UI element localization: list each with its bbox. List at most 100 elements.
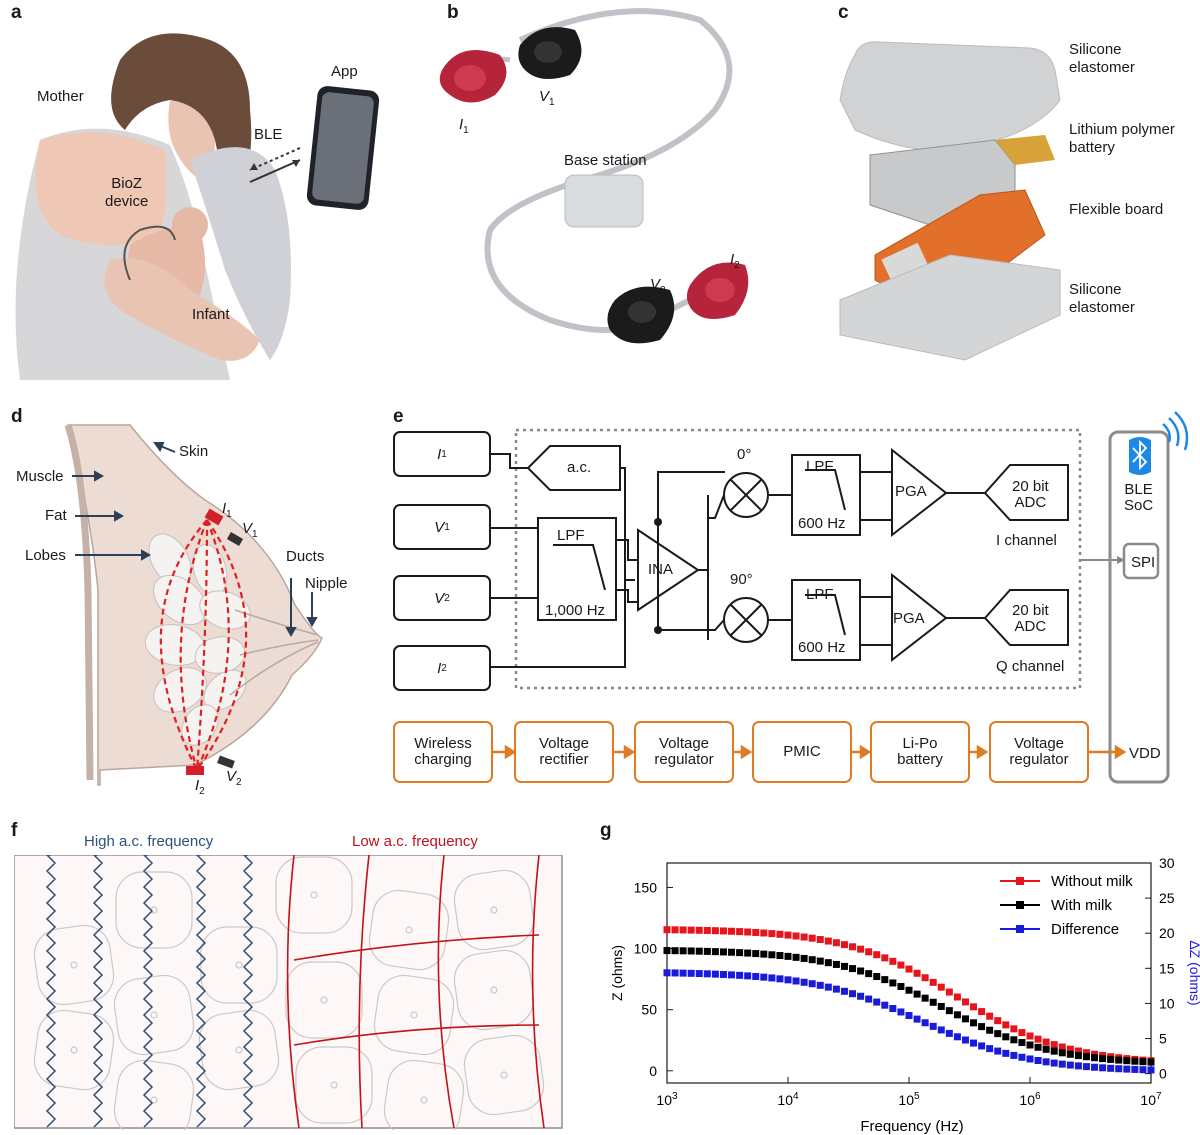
data-point: [679, 969, 687, 977]
ina-label: INA: [648, 561, 674, 578]
data-point: [768, 930, 776, 938]
data-point: [1034, 1057, 1042, 1065]
adc-i-label: 20 bit ADC: [1012, 478, 1049, 511]
data-point: [671, 947, 679, 955]
cell-nucleus: [235, 961, 243, 969]
data-point: [961, 1036, 969, 1044]
data-point: [1082, 1063, 1090, 1071]
legend-marker: [1016, 901, 1024, 909]
label-bioz-device: BioZ device: [105, 175, 149, 210]
data-point: [711, 970, 719, 978]
panel-letter-b: b: [447, 2, 459, 23]
data-point: [937, 983, 945, 991]
data-point: [945, 988, 953, 996]
data-point: [687, 969, 695, 977]
label-d-ducts: Ducts: [286, 548, 325, 565]
panel-letter-f: f: [11, 820, 18, 841]
data-point: [865, 995, 873, 1003]
data-point: [752, 928, 760, 936]
data-point: [792, 932, 800, 940]
data-point: [1018, 1029, 1026, 1037]
data-point: [663, 947, 671, 955]
q-channel-label: Q channel: [996, 658, 1065, 675]
phase-0-label: 0°: [737, 446, 752, 463]
data-point: [970, 1039, 978, 1047]
data-point: [760, 950, 768, 958]
data-point: [873, 951, 881, 959]
data-point: [889, 1005, 897, 1013]
data-point: [1066, 1045, 1074, 1053]
data-point: [800, 978, 808, 986]
block-diagram-wiring: [491, 411, 1189, 784]
data-point: [760, 973, 768, 981]
label-low-frequency: Low a.c. frequency: [352, 833, 478, 850]
low-frequency-current-path: [286, 855, 300, 1129]
cell-outline: [200, 926, 278, 1004]
high-frequency-current-path: [142, 855, 154, 1128]
cell-nucleus: [70, 1046, 78, 1054]
data-point: [873, 973, 881, 981]
data-point: [889, 957, 897, 965]
cell-nucleus: [320, 996, 328, 1004]
data-point: [1107, 1055, 1115, 1063]
cell-nucleus: [410, 1011, 418, 1019]
data-point: [1058, 1043, 1066, 1051]
data-point: [1050, 1059, 1058, 1067]
high-frequency-current-path: [92, 855, 104, 1128]
y-axis-label: Z (ohms): [609, 945, 625, 1001]
data-point: [687, 947, 695, 955]
data-point: [986, 1045, 994, 1053]
data-point: [905, 986, 913, 994]
cell-outline: [33, 924, 115, 1006]
label-c-flexible-board: Flexible board: [1069, 201, 1164, 218]
cell-outline: [198, 1009, 280, 1091]
label-high-frequency: High a.c. frequency: [84, 833, 214, 850]
cell-nucleus: [405, 926, 413, 934]
x-tick-label: 105: [898, 1091, 920, 1108]
y2-tick-label: 30: [1159, 855, 1175, 871]
lpf-q-freq: 600 Hz: [798, 639, 846, 656]
data-point: [913, 969, 921, 977]
data-point: [913, 990, 921, 998]
power-block-lipo-battery: Li-Po battery: [870, 721, 970, 783]
cell-outline: [285, 961, 363, 1039]
data-point: [1099, 1064, 1107, 1072]
data-point: [728, 948, 736, 956]
device-exploded-view: [839, 41, 1061, 361]
label-d-i2: I2: [195, 777, 205, 797]
data-point: [994, 1017, 1002, 1025]
data-point: [897, 1008, 905, 1016]
label-ble: BLE: [254, 126, 283, 143]
adc-q-label: 20 bit ADC: [1012, 602, 1049, 635]
power-block-voltage-regulator-1: Voltage regulator: [634, 721, 734, 783]
data-point: [744, 928, 752, 936]
breast-anatomy-diagram: [64, 423, 323, 786]
data-point: [1099, 1055, 1107, 1063]
data-point: [816, 981, 824, 989]
cell-outline: [373, 974, 455, 1056]
data-point: [978, 1023, 986, 1031]
mother-infant-illustration: [15, 33, 380, 380]
data-point: [744, 972, 752, 980]
data-point: [768, 974, 776, 982]
data-point: [1018, 1053, 1026, 1061]
label-d-muscle: Muscle: [16, 468, 64, 485]
data-point: [1042, 1058, 1050, 1066]
data-point: [857, 945, 865, 953]
data-point: [719, 927, 727, 935]
lpf-q-label: LPF: [806, 586, 834, 603]
pga-q-label: PGA: [893, 610, 925, 627]
data-point: [800, 954, 808, 962]
data-point: [970, 1003, 978, 1011]
power-block-voltage-rectifier: Voltage rectifier: [514, 721, 614, 783]
cell-current-paths-diagram: [14, 855, 563, 1130]
data-point: [1058, 1060, 1066, 1068]
legend-label: With milk: [1051, 897, 1112, 914]
data-point: [929, 1022, 937, 1030]
data-point: [695, 947, 703, 955]
y2-tick-label: 15: [1159, 960, 1175, 976]
x-tick-label: 107: [1140, 1091, 1162, 1108]
data-point: [679, 926, 687, 934]
data-point: [865, 970, 873, 978]
